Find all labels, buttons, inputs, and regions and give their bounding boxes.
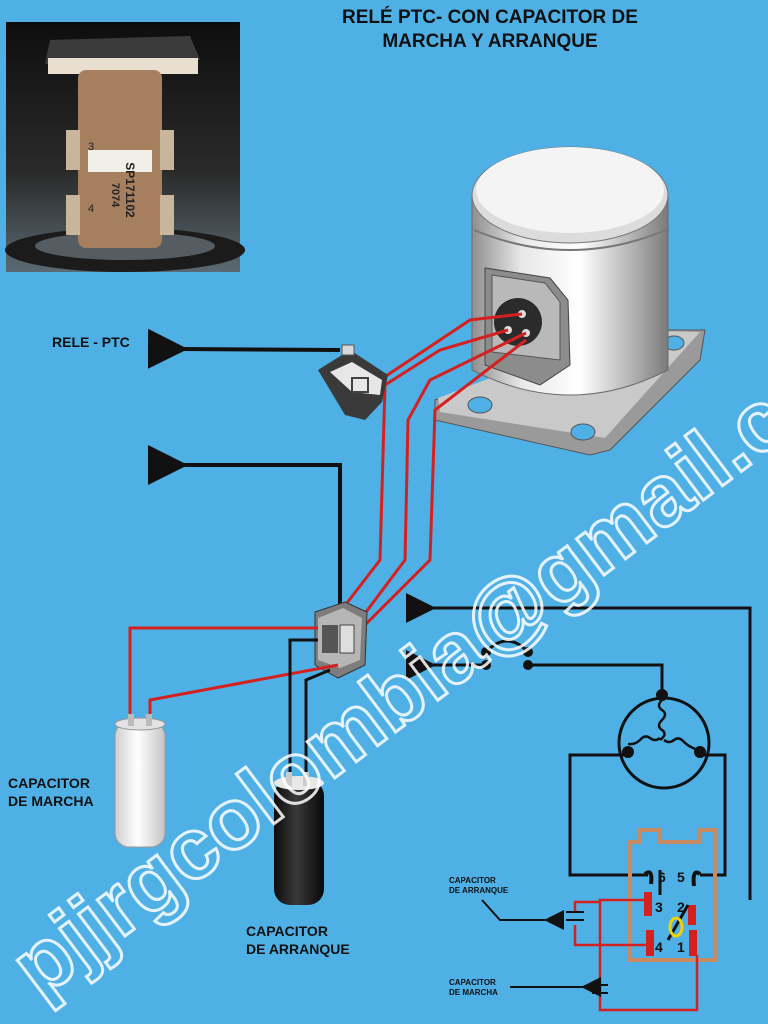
label-capacitor-marcha-line2: DE MARCHA xyxy=(8,793,94,809)
capacitor-marcha xyxy=(114,714,166,848)
capacitor-arranque xyxy=(274,772,324,905)
relay-center xyxy=(314,601,368,679)
schematic: 6 5 3 2 4 1 xyxy=(406,593,752,1012)
schem-label-capacitor-marcha: CAPACITOR DE MARCHA xyxy=(449,978,498,998)
terminal-6: 6 xyxy=(658,869,666,885)
label-rele-ptc: RELE - PTC xyxy=(52,334,130,350)
schematic-capacitor-symbols xyxy=(566,911,608,994)
photo-pin-3: 3 xyxy=(88,141,94,153)
photo-pin-4: 4 xyxy=(88,203,94,215)
terminal-5: 5 xyxy=(677,869,685,885)
page-title: RELÉ PTC- CON CAPACITOR DE MARCHA Y ARRA… xyxy=(250,6,730,54)
black-wires-arrows xyxy=(147,328,342,620)
ptc-relay-small xyxy=(318,344,388,420)
schematic-capacitor-wires xyxy=(573,898,699,1012)
title-line-1: RELÉ PTC- CON CAPACITOR DE xyxy=(342,7,638,28)
label-capacitor-arranque-line2: DE ARRANQUE xyxy=(246,941,350,957)
terminal-3: 3 xyxy=(655,899,663,915)
relay-schematic: 6 5 3 2 4 1 xyxy=(628,828,717,962)
label-capacitor-arranque: CAPACITOR DE ARRANQUE xyxy=(246,922,350,958)
photo-part-number: SP171102 xyxy=(123,162,137,218)
schem-label-capacitor-arranque: CAPACITOR DE ARRANQUE xyxy=(449,876,508,896)
label-capacitor-arranque-line1: CAPACITOR xyxy=(246,923,328,939)
schem-label-capacitor-arranque-line2: DE ARRANQUE xyxy=(449,886,509,895)
photo-code: 7074 xyxy=(109,183,121,208)
title-line-2: MARCHA Y ARRANQUE xyxy=(382,31,598,52)
terminal-4: 4 xyxy=(655,939,663,955)
label-capacitor-marcha: CAPACITOR DE MARCHA xyxy=(8,774,94,810)
label-capacitor-marcha-line1: CAPACITOR xyxy=(8,775,90,791)
compressor xyxy=(434,146,706,456)
schem-label-capacitor-marcha-line2: DE MARCHA xyxy=(449,988,498,997)
motor-symbol xyxy=(617,689,711,790)
relay-photo: SP171102 7074 3 4 xyxy=(5,22,245,272)
terminal-1: 1 xyxy=(677,939,685,955)
terminal-2: 2 xyxy=(677,899,685,915)
schem-label-capacitor-marcha-line1: CAPACITOR xyxy=(449,978,496,987)
schem-label-capacitor-arranque-line1: CAPACITOR xyxy=(449,876,496,885)
